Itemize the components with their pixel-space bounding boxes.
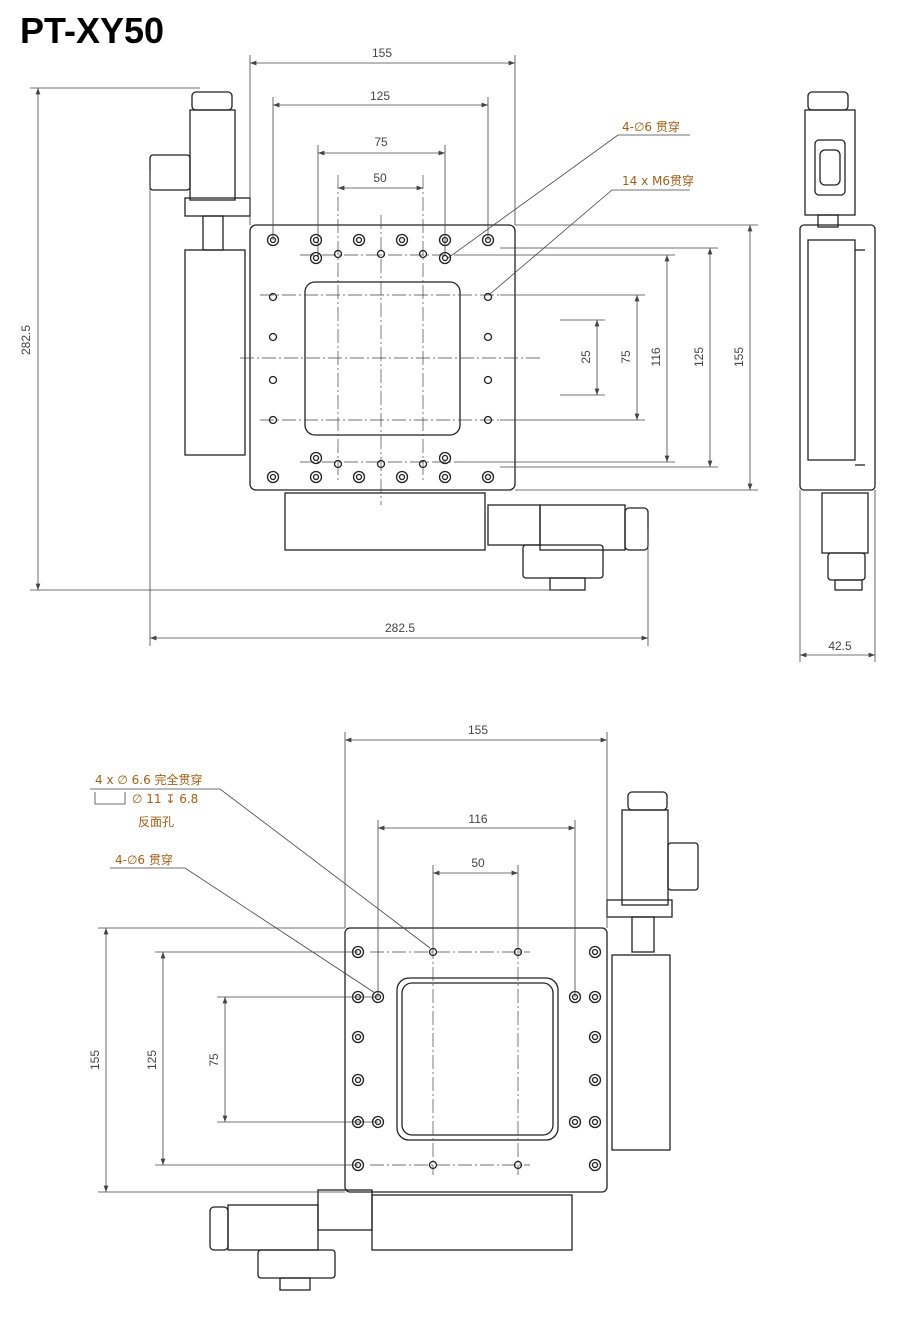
note-b-thru-holes: 4-∅6 贯穿 xyxy=(115,852,173,867)
hole-inner xyxy=(591,1076,599,1084)
hole-inner xyxy=(591,1161,599,1169)
hole-inner xyxy=(312,473,320,481)
mounting-hole xyxy=(376,249,386,259)
hole-inner xyxy=(355,473,363,481)
bottom-y-motor xyxy=(209,1189,573,1291)
mounting-hole xyxy=(481,470,495,484)
dim-total-height: 282.5 xyxy=(19,325,33,355)
hole-inner xyxy=(354,1033,362,1041)
hole-inner xyxy=(591,948,599,956)
mounting-hole xyxy=(513,1160,523,1170)
bottom-plate xyxy=(344,927,608,1193)
mounting-hole xyxy=(352,233,366,247)
mounting-hole xyxy=(351,1030,365,1044)
mounting-hole xyxy=(395,470,409,484)
note-cbore-3: 反面孔 xyxy=(138,815,174,829)
dim-155: 155 xyxy=(372,46,392,60)
mounting-hole xyxy=(438,470,452,484)
mounting-hole xyxy=(588,945,602,959)
x-motor xyxy=(149,91,251,456)
mounting-hole xyxy=(309,451,323,465)
hole-inner xyxy=(571,1118,579,1126)
mounting-hole xyxy=(395,233,409,247)
mounting-hole xyxy=(483,375,493,385)
hole-inner xyxy=(355,236,363,244)
dim-50: 50 xyxy=(373,171,387,185)
hole-inner xyxy=(591,1118,599,1126)
hole-inner xyxy=(312,454,320,462)
note-thru-holes: 4-∅6 贯穿 xyxy=(622,119,680,134)
hole-inner xyxy=(441,254,449,262)
dim-b-116: 116 xyxy=(468,812,487,826)
mounting-hole xyxy=(588,1115,602,1129)
dim-75-v: 75 xyxy=(619,350,633,364)
mounting-hole xyxy=(333,249,343,259)
dim-b-50: 50 xyxy=(471,856,485,870)
center-window xyxy=(304,281,461,436)
mounting-hole xyxy=(588,1030,602,1044)
mounting-hole xyxy=(418,249,428,259)
mounting-hole xyxy=(376,459,386,469)
mounting-hole xyxy=(309,233,323,247)
bottom-x-motor xyxy=(606,791,699,1151)
mounting-hole xyxy=(483,332,493,342)
hole-inner xyxy=(441,454,449,462)
side-view: 42.5 xyxy=(799,91,876,662)
mounting-hole xyxy=(268,332,278,342)
mounting-hole xyxy=(266,470,280,484)
mounting-hole xyxy=(351,1073,365,1087)
dim-b-155-v: 155 xyxy=(88,1050,102,1070)
hole-inner xyxy=(441,473,449,481)
dim-b-155: 155 xyxy=(468,723,488,737)
mounting-hole xyxy=(268,415,278,425)
mounting-hole xyxy=(428,947,438,957)
dim-25: 25 xyxy=(579,350,593,364)
hole-inner xyxy=(591,993,599,1001)
mounting-hole xyxy=(309,470,323,484)
mounting-hole xyxy=(438,451,452,465)
mounting-hole xyxy=(428,1160,438,1170)
mounting-hole xyxy=(333,459,343,469)
hole-inner xyxy=(398,236,406,244)
drawing-title: PT-XY50 xyxy=(20,10,165,51)
mounting-hole xyxy=(588,1158,602,1172)
hole-inner xyxy=(398,473,406,481)
stage-plate xyxy=(249,224,516,491)
mounting-hole xyxy=(268,292,278,302)
dim-125-v: 125 xyxy=(692,347,706,367)
hole-inner xyxy=(591,1033,599,1041)
mounting-hole xyxy=(588,990,602,1004)
dim-125: 125 xyxy=(370,89,390,103)
hole-inner xyxy=(269,473,277,481)
mounting-hole xyxy=(268,375,278,385)
mounting-hole xyxy=(568,1115,582,1129)
note-tapped-holes: 14 x M6贯穿 xyxy=(622,173,694,188)
dim-b-125-v: 125 xyxy=(145,1050,159,1070)
hole-inner xyxy=(484,473,492,481)
dim-side-width: 42.5 xyxy=(828,639,852,653)
hole-inner xyxy=(312,254,320,262)
bottom-view: 155 116 50 155 125 75 4 x ∅ 6.6 完全贯穿 ∅ 1… xyxy=(88,723,699,1291)
note-cbore-2: ∅ 11 ↧ 6.8 xyxy=(132,792,198,806)
mounting-hole xyxy=(352,470,366,484)
mounting-hole xyxy=(513,947,523,957)
hole-inner xyxy=(312,236,320,244)
mounting-hole xyxy=(483,415,493,425)
mounting-hole xyxy=(483,292,493,302)
dim-155-v: 155 xyxy=(732,347,746,367)
dim-b-75-v: 75 xyxy=(207,1053,221,1067)
note-cbore-1: 4 x ∅ 6.6 完全贯穿 xyxy=(95,772,203,787)
top-view: 155 125 75 50 25 75 116 125 155 282.5 28… xyxy=(19,46,758,646)
y-motor xyxy=(284,492,649,591)
mounting-hole xyxy=(309,251,323,265)
dim-75: 75 xyxy=(374,135,388,149)
mounting-hole xyxy=(588,1073,602,1087)
dim-116: 116 xyxy=(649,347,663,366)
hole-inner xyxy=(354,1076,362,1084)
mounting-hole xyxy=(418,459,428,469)
dim-total-width: 282.5 xyxy=(385,621,415,635)
